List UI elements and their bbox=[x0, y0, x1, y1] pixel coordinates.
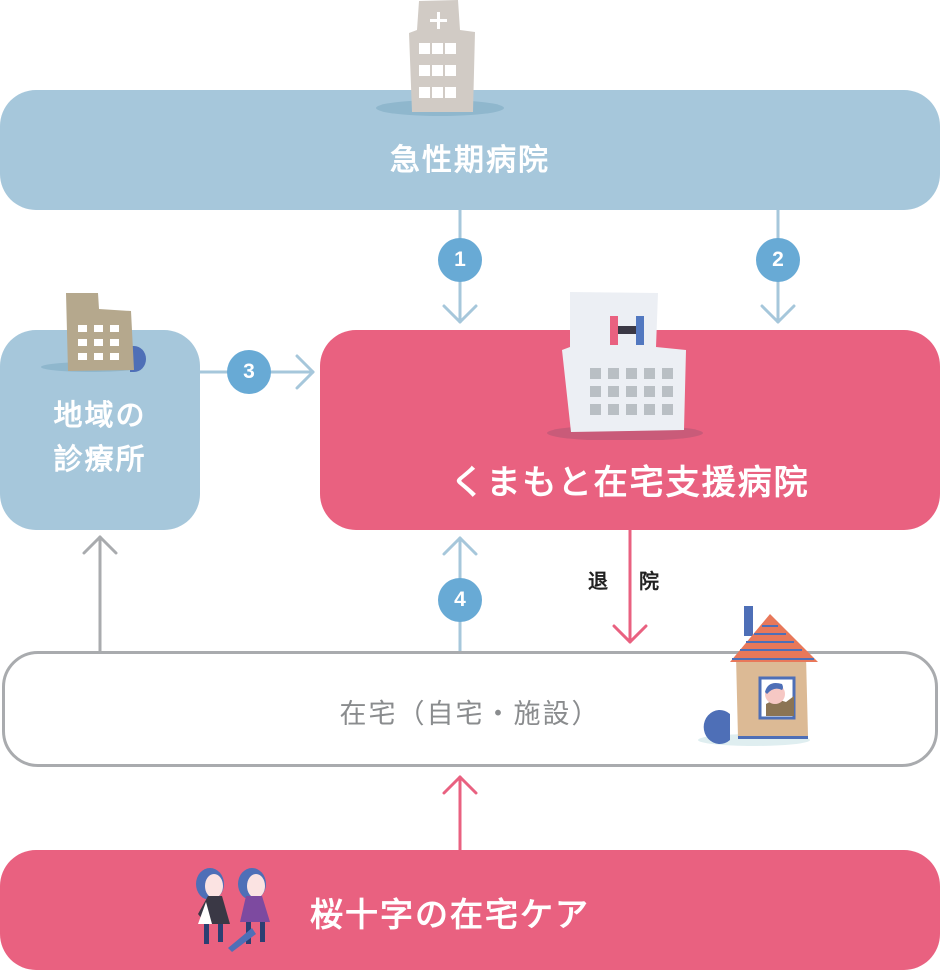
clinic-label-line-1: 地域の bbox=[53, 398, 147, 432]
discharge-label: 退 院 bbox=[588, 569, 671, 593]
hospital-building-icon bbox=[376, 0, 504, 116]
arrow-care-to-home bbox=[442, 775, 478, 852]
step-badge-1: 1 bbox=[438, 238, 482, 282]
support-hospital-icon bbox=[547, 292, 703, 440]
step-badge-2: 2 bbox=[756, 238, 800, 282]
clinic-building-icon bbox=[41, 293, 146, 372]
node-acute-hospital-label: 急性期病院 bbox=[390, 143, 550, 178]
node-support-hospital-label: くまもと在宅支援病院 bbox=[450, 463, 810, 503]
arrow-home-to-clinic bbox=[82, 535, 118, 653]
caregivers-walking-icon bbox=[196, 868, 270, 952]
clinic-label-line-2: 診療所 bbox=[53, 442, 147, 476]
node-home-label: 在宅（自宅・施設） bbox=[339, 699, 601, 730]
house-with-person-icon bbox=[698, 606, 818, 746]
node-home-care bbox=[0, 850, 940, 970]
node-home-care-label: 桜十字の在宅ケア bbox=[310, 895, 590, 934]
step-badge-4: 4 bbox=[438, 578, 482, 622]
step-badge-3: 3 bbox=[227, 350, 271, 394]
node-local-clinic-label: 地域の 診療所 bbox=[0, 393, 200, 481]
